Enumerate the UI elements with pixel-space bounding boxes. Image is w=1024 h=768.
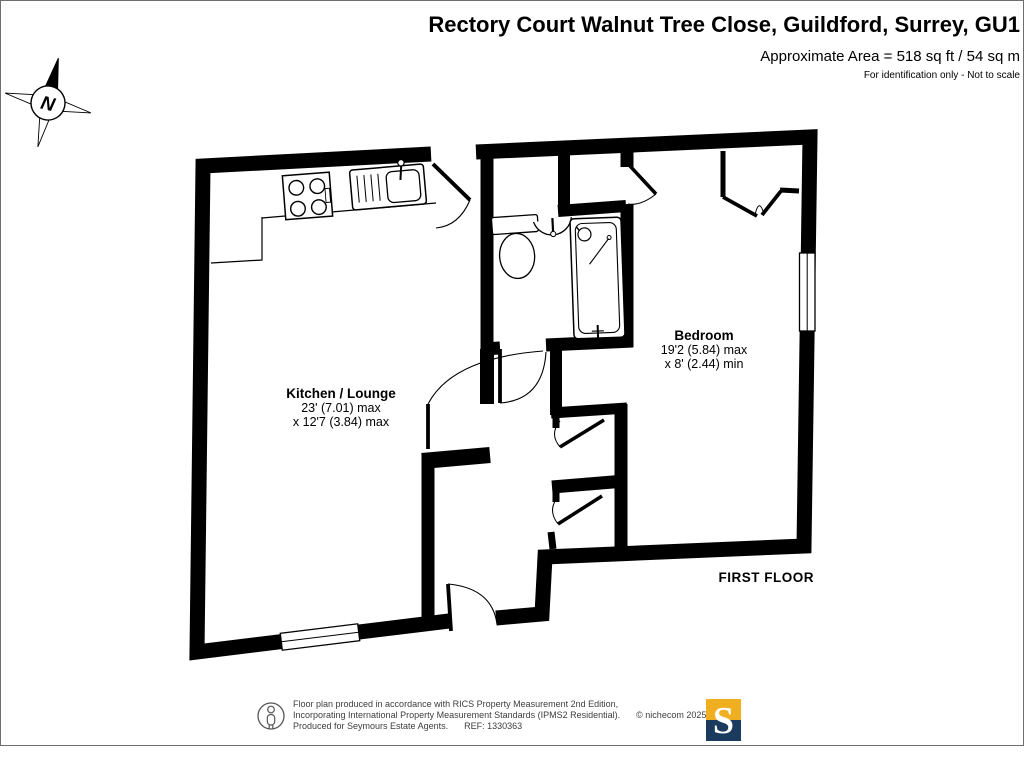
kitchen-top-door <box>431 162 472 229</box>
logo-navy-half <box>706 720 741 741</box>
kitchen-dim-2: x 12'7 (3.84) max <box>293 415 390 429</box>
shower <box>569 216 626 340</box>
kitchen-sink <box>348 158 428 211</box>
bedroom-dim-2: x 8' (2.44) min <box>665 357 744 371</box>
bathroom-door <box>498 349 547 404</box>
seymours-logo: S <box>706 699 741 741</box>
wall-closet-nub-3 <box>547 531 557 550</box>
kitchen-hob <box>281 171 334 221</box>
floor-label: FIRST FLOOR <box>719 570 815 585</box>
disclaimer-text: For identification only - Not to scale <box>863 70 1020 81</box>
wall-outer-right <box>475 129 818 626</box>
footer-line-3: Produced for Seymours Estate Agents.REF:… <box>293 720 523 731</box>
wall-cupboard-right-stub <box>779 187 800 194</box>
bedroom-cupboard-doors <box>722 189 783 218</box>
kitchen-dim-1: 23' (7.01) max <box>301 401 381 415</box>
basin <box>532 216 572 238</box>
bedroom-label: Bedroom <box>674 328 733 343</box>
nichecom-person-icon <box>257 702 285 730</box>
footer-line-2: Incorporating International Property Mea… <box>293 709 709 720</box>
toilet <box>490 213 539 280</box>
footer-ref: REF: 1330363 <box>464 720 523 731</box>
bedroom-dim-1: 19'2 (5.84) max <box>661 343 748 357</box>
footer: Floor plan produced in accordance with R… <box>256 699 709 739</box>
entrance-door <box>446 583 498 632</box>
compass-circle <box>30 85 66 121</box>
wall-closet-top <box>550 402 628 419</box>
windows <box>279 252 816 651</box>
kitchen-window <box>279 623 361 651</box>
wall-lobby-bottom <box>557 200 627 217</box>
approximate-area: Approximate Area = 518 sq ft / 54 sq m <box>760 48 1020 65</box>
bedroom-window <box>798 252 816 332</box>
copyright: © nichecom 2025. <box>636 709 709 720</box>
kitchen-hall-door <box>426 350 544 449</box>
wall-bathroom-bottom-left <box>480 341 501 356</box>
lobby-door <box>627 164 658 205</box>
closet-door-2 <box>552 494 603 526</box>
logo-letter: S <box>713 700 734 741</box>
compass-north-label: N <box>39 93 58 117</box>
wall-closet-divider <box>551 474 626 494</box>
footer-line-1: Floor plan produced in accordance with R… <box>293 699 619 709</box>
page-title: Rectory Court Walnut Tree Close, Guildfo… <box>428 12 1020 37</box>
footer-text: Floor plan produced in accordance with R… <box>293 699 709 731</box>
north-compass: N <box>4 57 92 148</box>
logo-gold-half <box>706 699 741 720</box>
closet-door-1 <box>554 418 605 449</box>
room-labels: Kitchen / Lounge 23' (7.01) max x 12'7 (… <box>286 328 815 585</box>
kitchen-label: Kitchen / Lounge <box>286 386 396 401</box>
doors <box>426 162 783 632</box>
